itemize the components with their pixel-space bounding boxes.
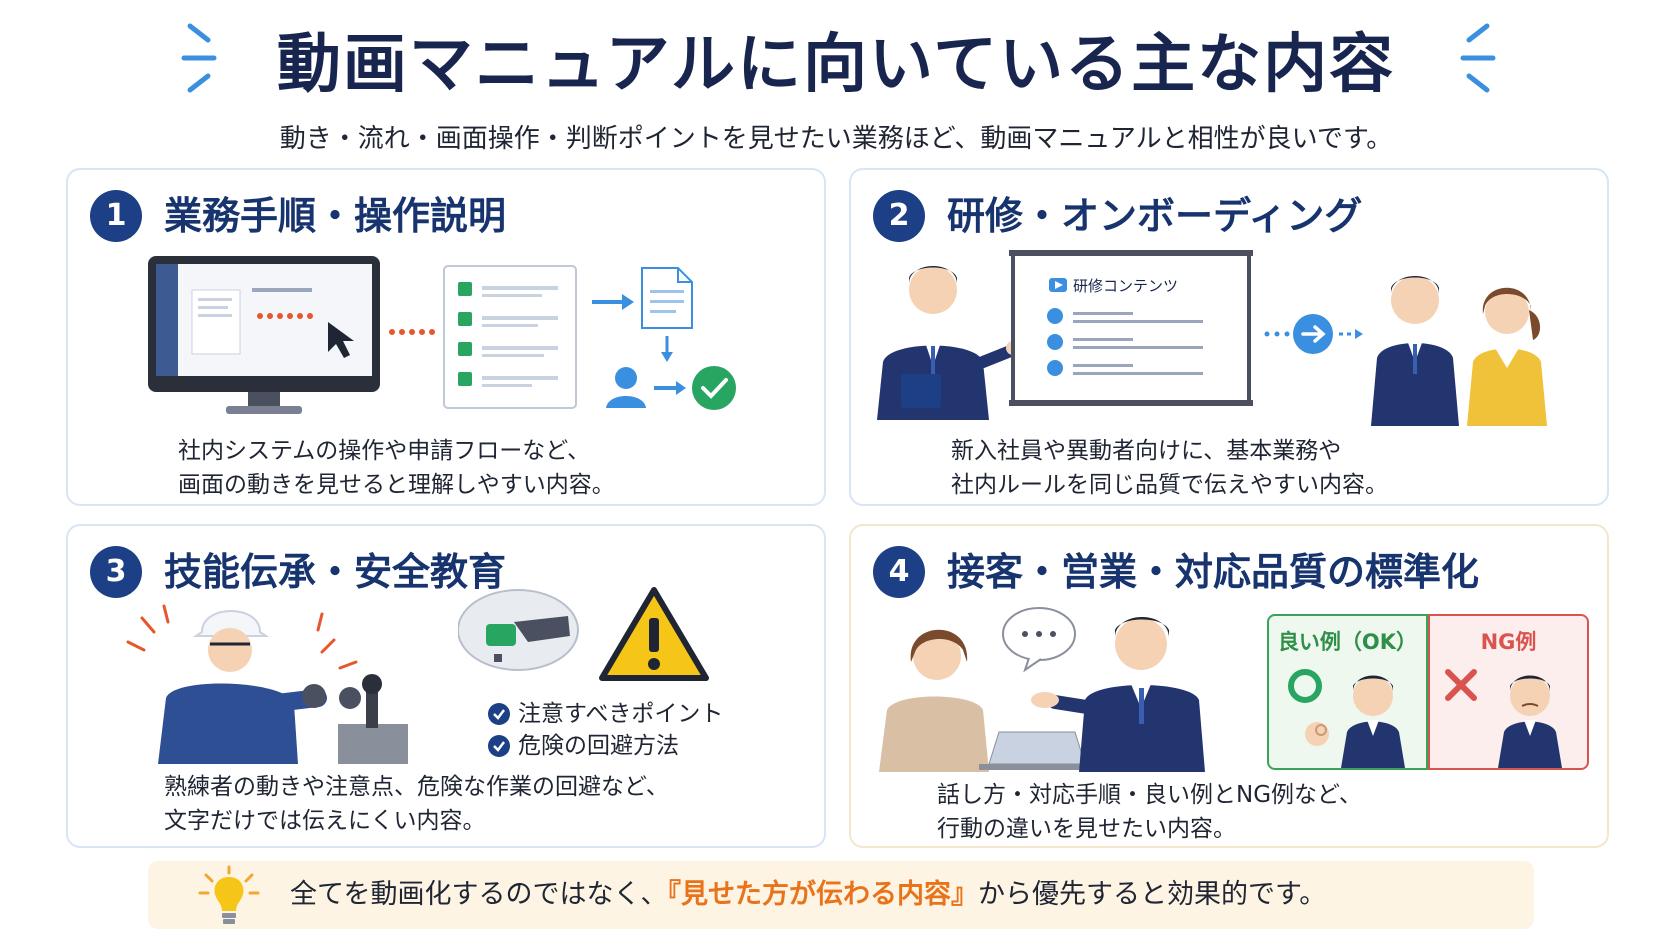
card-number-badge: 2 — [873, 190, 925, 242]
presenter-icon: 研修コンテンツ — [877, 250, 1547, 426]
desc-line: 行動の違いを見せたい内容。 — [937, 816, 1236, 842]
desc-line: 社内ルールを同じ品質で伝えやすい内容。 — [951, 472, 1388, 498]
desc-line: 画面の動きを見せると理解しやすい内容。 — [178, 472, 615, 498]
card-description: 新入社員や異動者向けに、基本業務や 社内ルールを同じ品質で伝えやすい内容。 — [951, 434, 1388, 502]
note-item: 注意すべきポイント — [488, 698, 723, 730]
note-item: 危険の回避方法 — [488, 730, 723, 762]
card-training-onboarding: 2 研修・オンボーディング 研修コンテンツ — [849, 168, 1609, 506]
checklist-icon — [443, 265, 577, 409]
card-description: 社内システムの操作や申請フローなど、 画面の動きを見せると理解しやすい内容。 — [178, 434, 615, 502]
footer-tip: 全てを動画化するのではなく、『見せた方が伝わる内容』から優先すると効果的です。 — [148, 861, 1534, 929]
footer-message: 全てを動画化するのではなく、『見せた方が伝わる内容』から優先すると効果的です。 — [290, 877, 1326, 913]
card-number-badge: 1 — [90, 190, 142, 242]
card-description: 話し方・対応手順・良い例とNG例など、 行動の違いを見せたい内容。 — [937, 778, 1362, 846]
button-press-icon — [458, 589, 579, 671]
page-header: 動画マニュアルに向いている主な内容 — [0, 20, 1672, 110]
sparkle-icon — [181, 23, 217, 93]
ok-example-panel: 良い例（OK） — [1267, 614, 1428, 770]
page-subtitle: 動き・流れ・画面操作・判断ポイントを見せたい業務ほど、動画マニュアルと相性が良い… — [279, 124, 1393, 154]
card-title: 接客・営業・対応品質の標準化 — [947, 550, 1480, 594]
footer-text-part: から優先すると効果的です。 — [977, 879, 1327, 910]
footer-text-part: 全てを動画化するのではなく、 — [290, 879, 668, 910]
note-text: 危険の回避方法 — [518, 733, 679, 759]
sparkle-icon — [1460, 23, 1496, 93]
lightbulb-icon — [198, 865, 260, 924]
card-title: 研修・オンボーディング — [947, 194, 1363, 238]
desc-line: 社内システムの操作や申請フローなど、 — [178, 438, 591, 464]
screen-label: 研修コンテンツ — [1073, 277, 1178, 295]
worker-icon — [126, 604, 408, 764]
card-number-badge: 3 — [90, 546, 142, 598]
user-icon — [606, 367, 646, 408]
cross-ng-icon — [1445, 669, 1477, 701]
ok-ng-comparison: 良い例（OK） NG例 — [1267, 614, 1589, 770]
page-title: 動画マニュアルに向いている主な内容 — [276, 28, 1396, 102]
safety-notes: 注意すべきポイント 危険の回避方法 — [488, 698, 723, 762]
note-text: 注意すべきポイント — [518, 701, 724, 727]
check-circle-icon — [488, 703, 510, 725]
card-number-badge: 4 — [873, 546, 925, 598]
arrow-circle-icon — [1293, 314, 1333, 354]
desc-line: 話し方・対応手順・良い例とNG例など、 — [937, 782, 1362, 808]
footer-highlight: 『見せた方が伝わる内容』 — [667, 879, 978, 910]
check-circle-icon — [692, 366, 736, 410]
document-icon — [641, 267, 693, 329]
card-customer-service: 4 接客・営業・対応品質の標準化 良い例（OK） — [849, 524, 1609, 848]
desc-line: 文字だけでは伝えにくい内容。 — [164, 808, 486, 834]
ng-example-panel: NG例 — [1428, 614, 1589, 770]
card-title: 業務手順・操作説明 — [164, 194, 507, 238]
check-circle-icon — [488, 735, 510, 757]
circle-ok-icon — [1288, 669, 1322, 703]
ok-label: 良い例（OK） — [1277, 630, 1418, 654]
speech-bubble-icon — [1002, 607, 1076, 673]
desc-line: 新入社員や異動者向けに、基本業務や — [951, 438, 1342, 464]
ng-label: NG例 — [1480, 630, 1537, 654]
monitor-icon — [148, 256, 736, 414]
card-description: 熟練者の動きや注意点、危険な作業の回避など、 文字だけでは伝えにくい内容。 — [164, 770, 669, 838]
warning-icon — [599, 587, 709, 681]
card-title: 技能伝承・安全教育 — [164, 550, 507, 594]
card-skill-safety: 3 技能伝承・安全教育 注意すべきポイ — [66, 524, 826, 848]
desc-line: 熟練者の動きや注意点、危険な作業の回避など、 — [164, 774, 669, 800]
card-operation-guide: 1 業務手順・操作説明 — [66, 168, 826, 506]
laptop-icon — [979, 731, 1097, 770]
